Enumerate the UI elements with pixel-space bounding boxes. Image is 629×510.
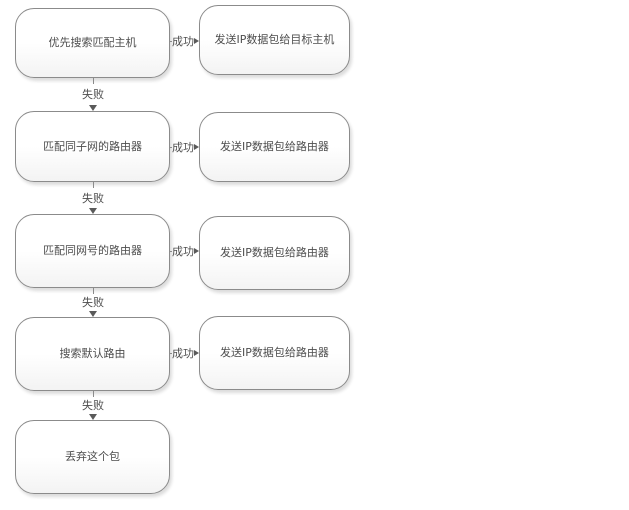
success-label: 成功 <box>172 244 194 258</box>
failure-label: 失败 <box>82 399 104 412</box>
flow-node-label: 发送IP数据包给路由器 <box>220 346 329 360</box>
failure-label: 失败 <box>82 191 104 205</box>
flow-node-send-packet-router-3: 发送IP数据包给路由器 <box>199 316 350 390</box>
success-arrow-2: 成功 <box>170 140 199 154</box>
success-label: 成功 <box>172 346 194 360</box>
connector-line <box>170 250 172 252</box>
flow-node-send-packet-target-host: 发送IP数据包给目标主机 <box>199 5 350 75</box>
failure-arrow-2: 失败 <box>73 182 113 214</box>
failure-arrow-4: 失败 <box>73 391 113 420</box>
connector-line <box>92 288 94 294</box>
arrowhead-down-icon <box>89 311 97 317</box>
connector-line <box>92 391 94 397</box>
failure-arrow-3: 失败 <box>73 288 113 317</box>
flow-node-send-packet-router-2: 发送IP数据包给路由器 <box>199 216 350 290</box>
connector-line <box>170 352 172 354</box>
success-label: 成功 <box>172 140 194 154</box>
arrowhead-right-icon <box>194 248 199 254</box>
arrowhead-right-icon <box>194 350 199 356</box>
failure-label: 失败 <box>82 88 104 101</box>
failure-arrow-1: 失败 <box>73 78 113 111</box>
arrowhead-right-icon <box>194 144 199 150</box>
flow-node-label: 发送IP数据包给路由器 <box>220 246 329 260</box>
success-label: 成功 <box>172 34 194 48</box>
success-arrow-4: 成功 <box>170 346 199 360</box>
flow-node-label: 优先搜索匹配主机 <box>48 36 137 50</box>
flow-node-discard-packet: 丢弃这个包 <box>15 420 170 494</box>
arrowhead-down-icon <box>89 208 97 214</box>
flow-node-label: 丢弃这个包 <box>65 450 120 464</box>
flow-node-label: 匹配同网号的路由器 <box>43 244 142 258</box>
flow-node-search-matching-host: 优先搜索匹配主机 <box>15 8 170 78</box>
connector-line <box>92 182 94 188</box>
success-arrow-1: 成功 <box>170 34 199 48</box>
connector-line <box>170 40 172 42</box>
arrowhead-down-icon <box>89 414 97 420</box>
success-arrow-3: 成功 <box>170 244 199 258</box>
flow-node-match-netid-router: 匹配同网号的路由器 <box>15 214 170 288</box>
flow-node-label: 匹配同子网的路由器 <box>43 139 142 153</box>
flow-node-send-packet-router-1: 发送IP数据包给路由器 <box>199 112 350 182</box>
flow-node-label: 发送IP数据包给目标主机 <box>214 33 335 47</box>
arrowhead-down-icon <box>89 105 97 111</box>
flow-node-label: 搜索默认路由 <box>59 347 126 361</box>
failure-label: 失败 <box>82 296 104 309</box>
arrowhead-right-icon <box>194 38 199 44</box>
connector-line <box>92 78 94 84</box>
flow-node-label: 发送IP数据包给路由器 <box>220 140 329 154</box>
flow-node-match-subnet-router: 匹配同子网的路由器 <box>15 111 170 182</box>
connector-line <box>170 146 172 148</box>
flow-node-search-default-route: 搜索默认路由 <box>15 317 170 391</box>
